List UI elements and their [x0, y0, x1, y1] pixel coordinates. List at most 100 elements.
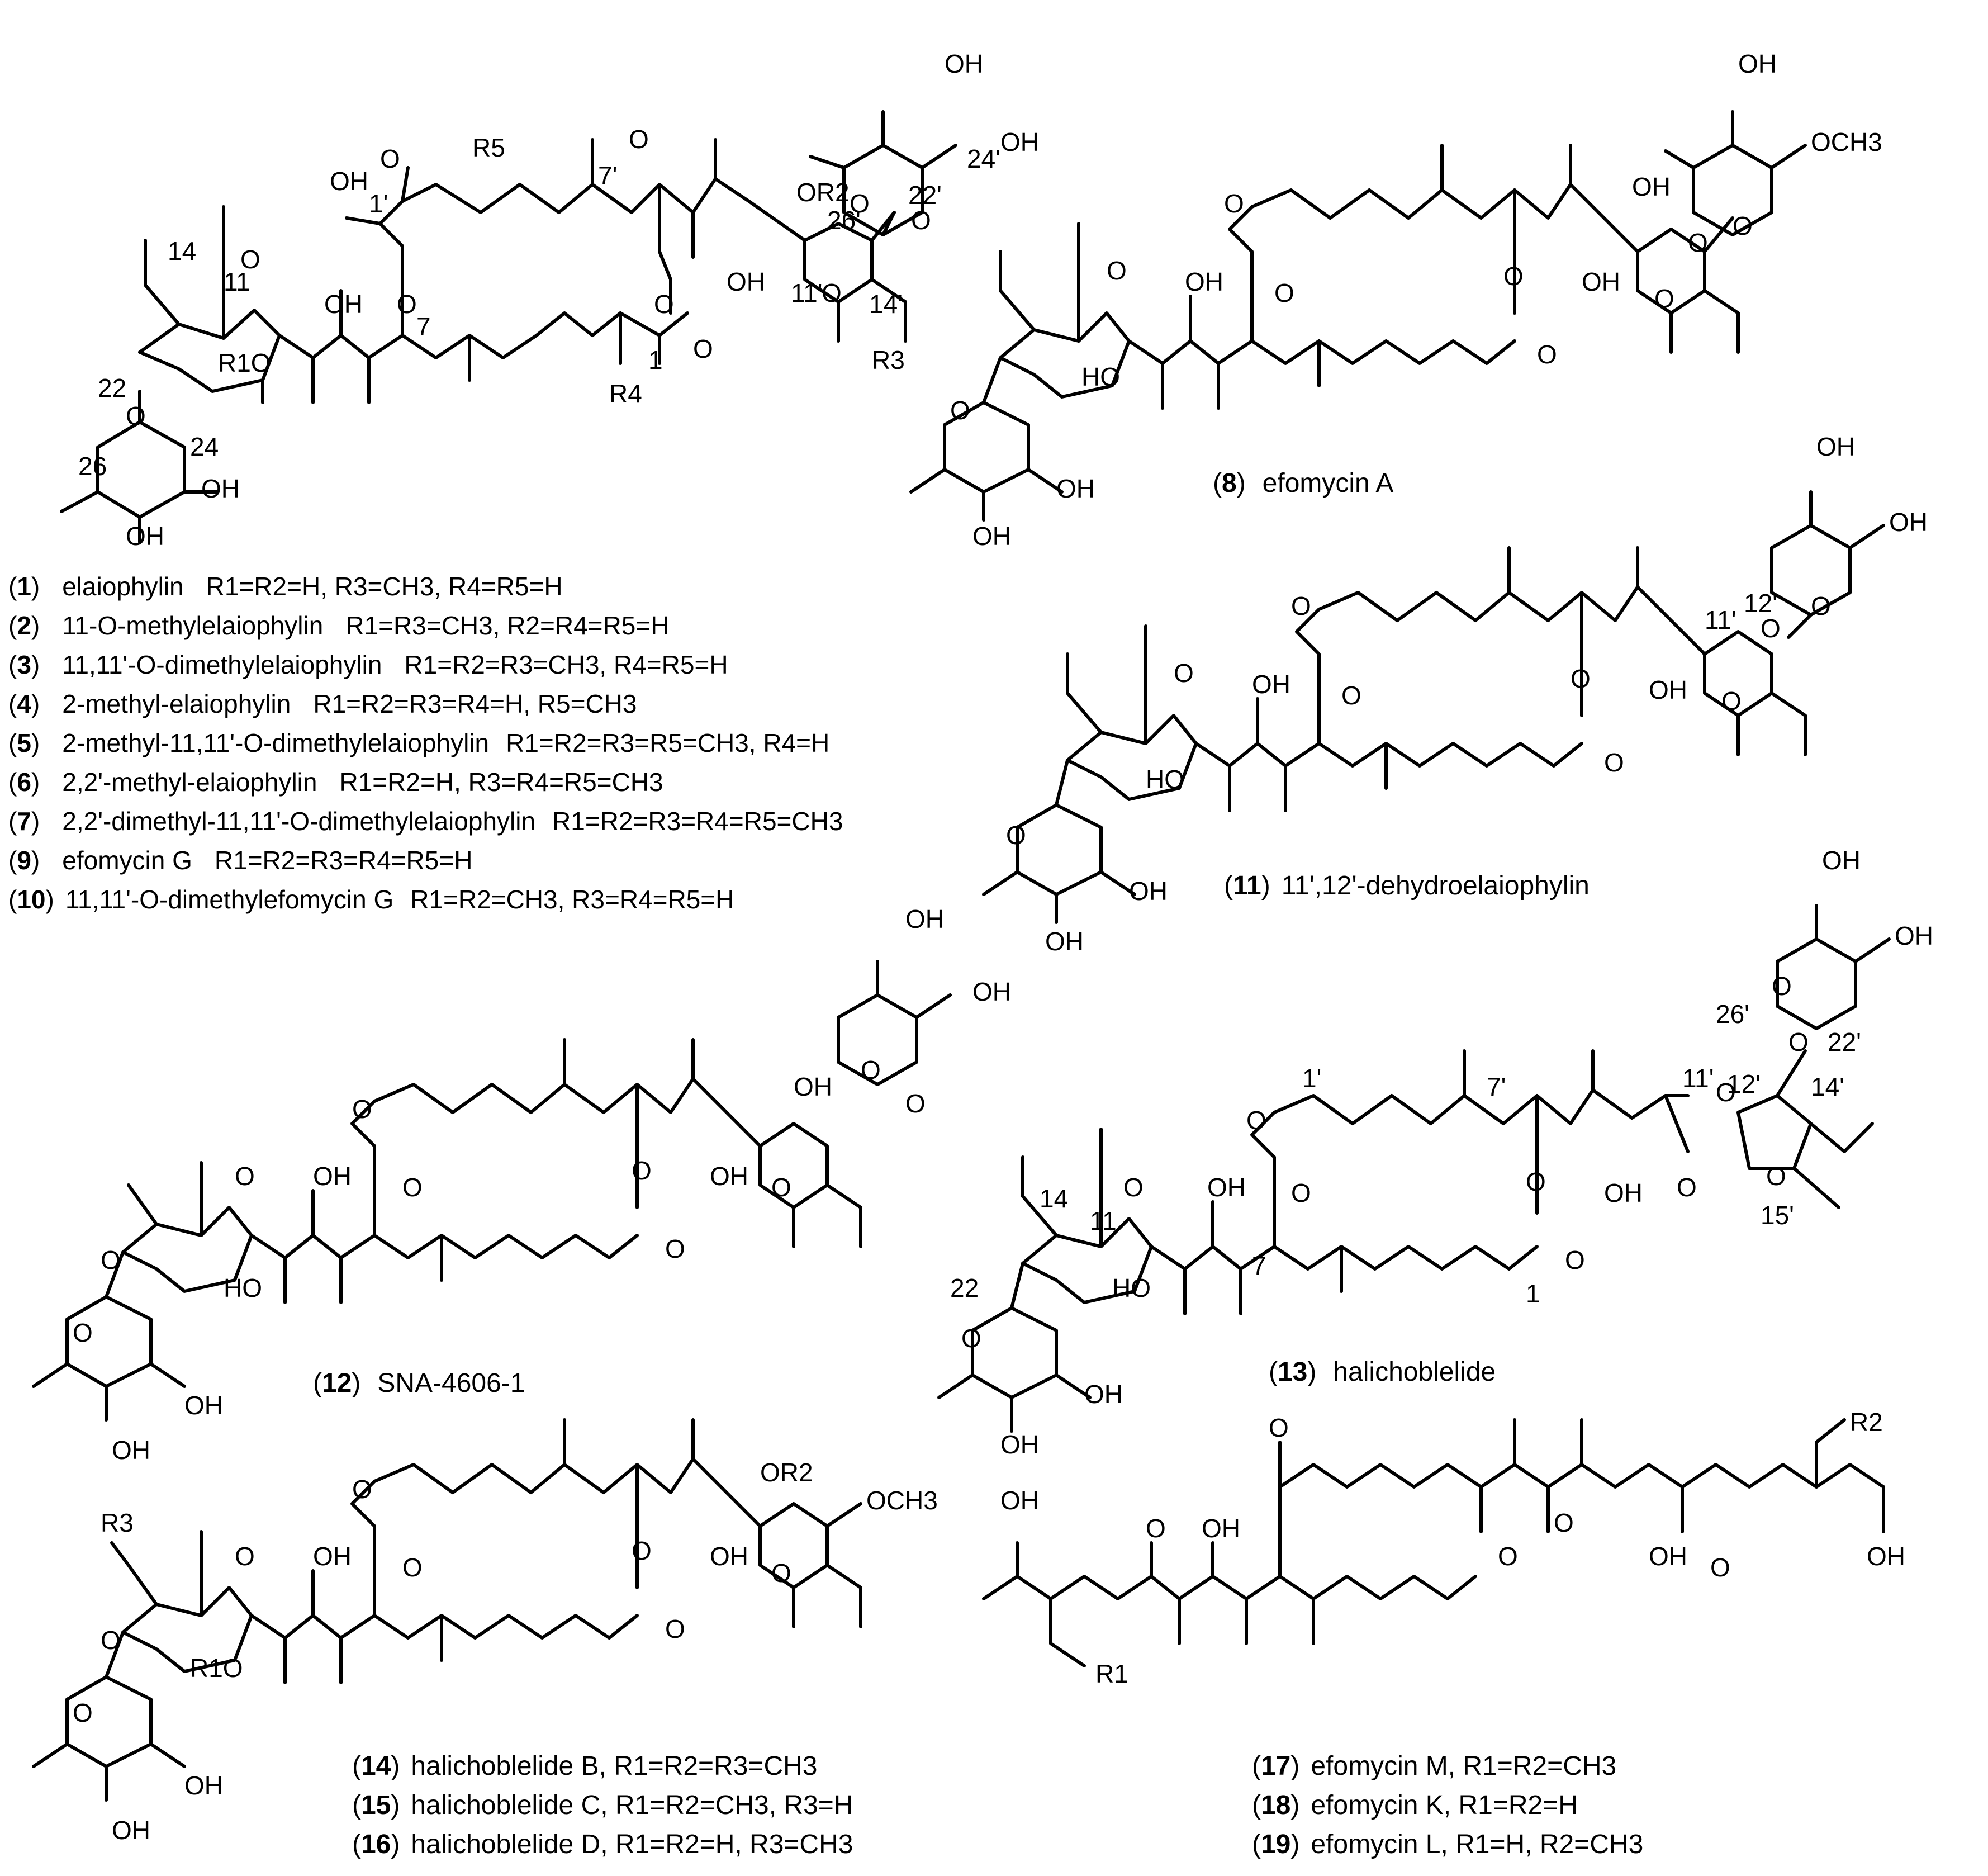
- caption-16: (16)halichoblelide D, R1=R2=H, R3=CH3: [352, 1830, 853, 1859]
- r5-label: R5: [472, 133, 505, 162]
- locant-26p: 26': [1716, 999, 1749, 1029]
- o-label: O: [1788, 1027, 1809, 1057]
- o-label: O: [1761, 614, 1781, 643]
- oh-label: OH: [1207, 1173, 1246, 1202]
- oh-label: OH: [1202, 1514, 1240, 1543]
- oh-label: OH: [1056, 474, 1095, 503]
- oh-label: OH: [1816, 432, 1855, 461]
- oh-label: OH: [945, 49, 983, 78]
- o-label: O: [1146, 1514, 1166, 1543]
- o-label: O: [1571, 664, 1591, 693]
- o-label: O: [1123, 1173, 1144, 1202]
- locant-11p: 11': [1682, 1064, 1714, 1093]
- structure-efomycin-k-m: OH R1 O OH O O O OH O R2 OH (17)efomycin…: [982, 1408, 1905, 1859]
- o-label: O: [629, 125, 649, 154]
- compound-7: (7)2,2'-dimethyl-11,11'-O-dimethylelaiop…: [8, 807, 843, 836]
- compound-5: (5)2-methyl-11,11'-O-dimethylelaiophylin…: [8, 728, 829, 757]
- structure-11-dehydroelaiophylin: OH OH O O O O O O OH OH O O HO O OH OH 1…: [982, 432, 1928, 956]
- o-label: O: [352, 1095, 372, 1124]
- o-label: O: [1565, 1245, 1585, 1275]
- oh-label: OH: [313, 1542, 352, 1571]
- oh-label: OH: [1084, 1380, 1123, 1409]
- oh-label: OH: [324, 290, 363, 319]
- oh-label: OH: [313, 1162, 352, 1191]
- or2-label: OR2: [760, 1458, 813, 1487]
- locant-24: 24: [190, 432, 219, 461]
- locant-14p: 14': [1811, 1072, 1844, 1101]
- oh-label: OH: [1632, 172, 1671, 201]
- o-label: O: [240, 245, 260, 274]
- oh-label: OH: [1000, 1486, 1039, 1515]
- oh-label: OH: [184, 1771, 223, 1800]
- oh-label: OH: [201, 474, 240, 503]
- locant-1p: 1': [1302, 1064, 1321, 1093]
- o-label: O: [73, 1698, 93, 1727]
- locant-26p: 26': [827, 206, 861, 235]
- or2-label: OR2: [796, 178, 850, 207]
- oh-label: OH: [126, 522, 164, 551]
- locant-12p: 12': [1744, 589, 1777, 618]
- o-label: O: [1772, 972, 1792, 1001]
- ho-label: HO: [224, 1273, 262, 1302]
- locant-7: 7: [416, 312, 431, 341]
- oh-label: OH: [1185, 267, 1223, 296]
- o-label: O: [1291, 1178, 1311, 1207]
- oh-label: OH: [330, 167, 368, 196]
- o-label: O: [352, 1475, 372, 1504]
- o-label: O: [693, 334, 713, 363]
- locant-1: 1: [1526, 1279, 1540, 1308]
- r2-label: R2: [1850, 1408, 1883, 1437]
- locant-7p: 7': [1487, 1072, 1506, 1101]
- o-label: O: [1006, 821, 1026, 850]
- o-label: O: [911, 206, 931, 235]
- locant-26: 26: [78, 452, 107, 481]
- caption-17: (17)efomycin M, R1=R2=CH3: [1252, 1751, 1616, 1781]
- oh-label: OH: [1895, 921, 1933, 950]
- locant-7p: 7': [598, 161, 617, 190]
- oh-label: OH: [112, 1816, 150, 1845]
- o-label: O: [380, 144, 400, 173]
- locant-22: 22: [950, 1273, 979, 1302]
- o-label: O: [1174, 659, 1194, 688]
- o-label: O: [822, 278, 842, 307]
- locant-22p: 22': [1828, 1027, 1861, 1057]
- o-label: O: [632, 1536, 652, 1565]
- oh-label: OH: [1000, 127, 1039, 157]
- ho-label: HO: [1112, 1273, 1151, 1302]
- oh-label: OH: [1889, 508, 1928, 537]
- locant-7: 7: [1252, 1251, 1266, 1280]
- o-label: O: [861, 1055, 881, 1084]
- o-label: O: [1554, 1508, 1574, 1537]
- structure-elaiophylin-template: OH OH O O OR2 O R5 O OH O R3 OH O O O R4…: [60, 49, 1039, 551]
- caption-18: (18)efomycin K, R1=R2=H: [1252, 1790, 1578, 1820]
- o-label: O: [1224, 189, 1244, 218]
- o-label: O: [1766, 1162, 1786, 1191]
- locant-14p: 14': [869, 290, 903, 319]
- o-label: O: [1677, 1173, 1697, 1202]
- o-label: O: [665, 1234, 685, 1263]
- r4-label: R4: [609, 379, 642, 408]
- structure-sna-4606-1: OH OH O O OH O O O OH O OH O O HO O O OH…: [32, 904, 1011, 1465]
- o-label: O: [961, 1324, 981, 1353]
- oh-label: OH: [1604, 1178, 1643, 1207]
- o-label: O: [771, 1173, 791, 1202]
- ho-label: HO: [1146, 765, 1184, 794]
- locant-22p: 22': [908, 181, 942, 210]
- oh-label: OH: [1582, 267, 1620, 296]
- oh-label: OH: [1129, 877, 1168, 906]
- oh-label: OH: [794, 1072, 832, 1101]
- o-label: O: [1246, 1106, 1266, 1135]
- o-label: O: [1526, 1167, 1546, 1196]
- o-label: O: [1537, 340, 1557, 369]
- oh-label: OH: [972, 522, 1011, 551]
- locant-11p: 11': [791, 278, 823, 307]
- oh-label: OH: [727, 267, 765, 296]
- locant-24p: 24': [967, 144, 1000, 173]
- structure-halichoblelide: OH OH O O O O O O O O OH OH O O HO O OH …: [937, 846, 1933, 1459]
- o-label: O: [1341, 681, 1361, 710]
- o-label: O: [1107, 256, 1127, 285]
- o-label: O: [1710, 1553, 1730, 1582]
